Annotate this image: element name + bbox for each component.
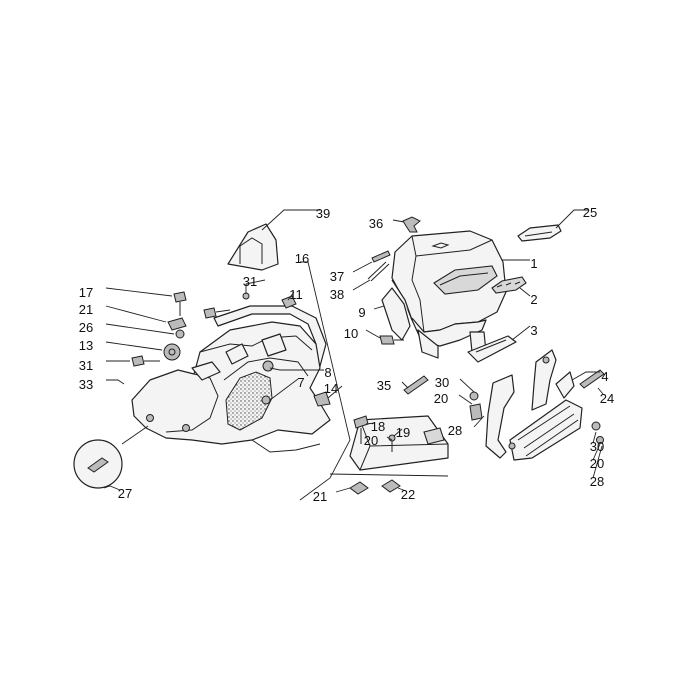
screw-31-left	[131, 355, 160, 367]
rear-carrier-bracket	[485, 349, 583, 461]
callout-28: 28	[590, 474, 604, 489]
grommet-13	[163, 343, 181, 361]
screw-10	[379, 335, 404, 345]
bolt-set-right	[591, 421, 604, 444]
callout-8: 8	[324, 365, 331, 380]
bolt-set-left	[469, 391, 483, 421]
callout-31: 31	[79, 358, 93, 373]
gasket-38	[367, 261, 390, 282]
pin-35	[403, 375, 429, 395]
callout-25: 25	[583, 205, 597, 220]
callout-35: 35	[377, 378, 391, 393]
callout-39: 39	[316, 206, 330, 221]
screw-24	[579, 369, 605, 389]
callout-26: 26	[79, 320, 93, 335]
fairing-clip-14	[313, 391, 331, 407]
leader-lines	[103, 209, 604, 501]
callout-2: 2	[530, 292, 537, 307]
callout-4: 4	[601, 369, 608, 384]
callout-19: 19	[396, 425, 410, 440]
fairing-top-bracket-39	[227, 223, 279, 271]
bolt-37	[371, 250, 391, 263]
callout-14: 14	[324, 381, 338, 396]
callout-18: 18	[371, 419, 385, 434]
callout-9: 9	[358, 305, 365, 320]
callout-13: 13	[79, 338, 93, 353]
washer-26	[175, 329, 185, 339]
clip-36	[402, 216, 421, 233]
nut-21-upper	[167, 317, 187, 331]
callout-16: 16	[295, 251, 309, 266]
badge-27	[73, 439, 123, 489]
callout-7: 7	[297, 375, 304, 390]
callout-27: 27	[118, 486, 132, 501]
callout-20: 20	[590, 456, 604, 471]
callout-37: 37	[330, 269, 344, 284]
reflector-strip-2	[491, 276, 527, 294]
callout-24: 24	[600, 391, 614, 406]
front-fairing-body	[131, 321, 331, 453]
callout-31: 31	[243, 274, 257, 289]
callout-11: 11	[289, 287, 303, 302]
callout-21: 21	[79, 302, 93, 317]
top-box-shell	[391, 230, 507, 333]
mounting-plate	[329, 415, 449, 477]
plate-3	[467, 335, 517, 363]
callout-22: 22	[401, 487, 415, 502]
clip-21-lower	[349, 481, 369, 495]
reflector-strip-25	[517, 224, 562, 242]
callout-17: 17	[79, 285, 93, 300]
callout-38: 38	[330, 287, 344, 302]
screw-31-upper	[203, 292, 250, 319]
clip-22	[381, 479, 401, 493]
callout-20: 20	[434, 391, 448, 406]
callout-21: 21	[313, 489, 327, 504]
callout-33: 33	[79, 377, 93, 392]
callout-3: 3	[530, 323, 537, 338]
callout-10: 10	[344, 326, 358, 341]
callout-20: 20	[364, 433, 378, 448]
callout-30: 30	[435, 375, 449, 390]
screw-17	[173, 291, 187, 316]
callout-1: 1	[530, 256, 537, 271]
callout-30: 30	[590, 439, 604, 454]
callout-36: 36	[369, 216, 383, 231]
callout-28: 28	[448, 423, 462, 438]
